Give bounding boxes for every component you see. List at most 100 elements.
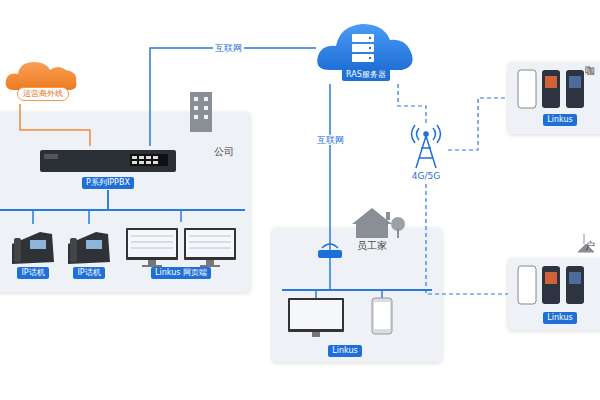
ippbx-device [153,156,158,159]
monitor-icons [131,236,231,248]
house-icon [352,208,405,238]
ippbx-device [132,156,137,159]
ras-cloud [317,24,412,70]
mobile-phone-icons [578,234,594,252]
mobile-phone-icons [569,272,581,284]
monitor-icons [131,248,173,249]
cell-tower [424,132,428,136]
home-lan [315,290,317,298]
monitor-icons [126,228,178,260]
mobile-phone-icons [566,266,584,304]
ippbx-device [44,154,58,159]
ippbx-device [139,156,144,159]
company-panel: 公司P系列IPPBXIP话机IP话机Linkus 网页端 [0,112,250,292]
home-lan [329,258,331,290]
label-tag: IP话机 [17,267,48,279]
building-icon [204,97,208,101]
node-label: 运营商外线 [17,87,69,101]
app-tag: Linkus [538,312,582,326]
ippbx-device [130,154,168,166]
connector [20,104,90,146]
home-panel: 员工家Linkus [272,228,442,362]
web-client: Linkus 网页端 [122,222,240,280]
monitor-icons [184,228,236,260]
monitor-icons [189,242,231,243]
label-tag: P系列IPPBX [82,177,134,189]
panel-backgrounds [0,112,250,292]
building-icon [194,115,198,119]
cell-tower [416,136,436,168]
home-lan [374,302,390,329]
home-lan [372,298,392,334]
ippbx-device [40,150,176,172]
mobile-phone-icons [542,70,560,108]
ip-phone-icons [86,240,102,249]
connector [89,190,108,224]
cell-tower [412,125,441,168]
remote-panel: 咖 Linkus [508,62,600,134]
home-lan [282,228,432,337]
label-tag: RAS服务器 [342,69,390,81]
mobile-phone-icons [518,266,536,304]
panel-backgrounds [508,62,600,134]
house-icon [356,224,388,238]
remote-panel: 户Linkus [508,258,600,330]
mobile-phone-icons [542,266,560,304]
ras-cloud [369,47,371,49]
panel-backgrounds [0,62,600,362]
ippbx-device [153,161,158,164]
label-tag: Linkus [328,345,361,357]
building-icon [194,97,208,119]
ippbx-device [132,161,137,164]
monitor-icons [189,236,231,237]
mobile-phone-icons [518,70,594,304]
cell-tower [412,125,441,143]
node-label: 户 [585,240,595,252]
building-icon [190,92,212,132]
building-icon [190,92,212,132]
ip-phone: IP话机 [62,224,116,280]
ras-cloud [352,44,374,52]
ip-phone-icons [30,240,46,249]
home-lan [318,250,342,258]
home-lan [290,300,342,329]
monitor-icons [148,260,156,265]
ip-phone: IP话机 [6,224,60,280]
mobile-phone-icons [569,76,581,88]
ippbx-device [132,156,158,164]
monitor-icons [128,230,176,257]
ip-phone-icons [68,232,110,264]
home-lan [322,244,338,248]
node-label: 咖 [585,65,595,77]
building-icon [194,97,198,101]
mobile-phone-icons [545,272,557,284]
home-lan [312,332,320,337]
ippbx-device [40,150,176,172]
mobile-phone-icons [566,70,584,108]
panel-backgrounds [508,258,600,330]
home-lan [282,289,432,291]
building-icon [204,115,208,119]
connector [33,190,108,224]
connector [426,184,508,294]
node-label: 公司 [214,146,234,158]
ras-cloud [317,24,412,70]
connector [150,48,316,146]
building-icon [204,106,208,110]
ippbx-device [146,156,151,159]
mobile-phone-icons [518,70,536,108]
app-tag: Linkus [538,114,582,128]
ip-phone-icons [12,232,110,264]
app-tag: Linkus [318,344,372,360]
monitor-icons [131,242,173,243]
carrier-line-cloud: 运营商外线 [4,86,82,104]
monitor-icons [206,260,214,265]
monitor-icons [126,228,236,267]
house-icon [386,212,390,220]
mobile-phone-icons [545,76,557,88]
carrier-cloud [6,62,77,90]
monitor-icons [189,248,231,249]
ip-phone-icons [12,232,54,264]
